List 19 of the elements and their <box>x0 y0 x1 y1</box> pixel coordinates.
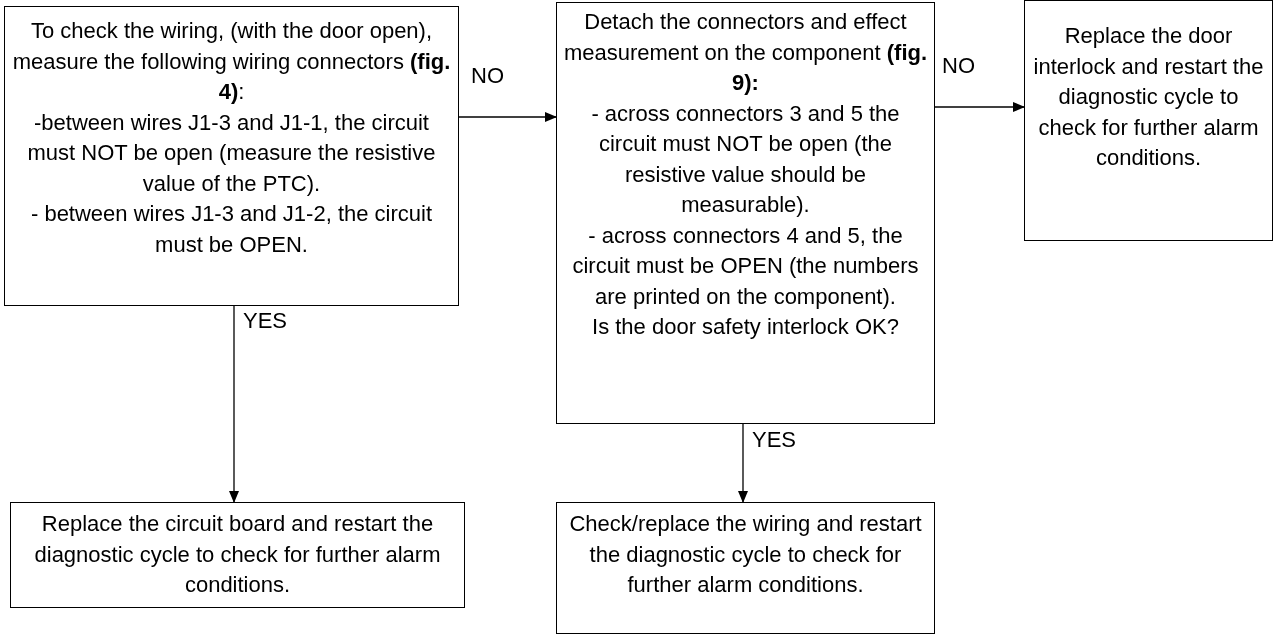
process-box <box>4 6 459 306</box>
box-text: Check/replace the wiring and restart the diagnostic cycle to check for further alarm conditions. <box>568 510 923 599</box>
box-text: To check the wiring, (with the door open), measure the following wiring connectors (fig. 4): <box>11 17 452 106</box>
arrow <box>229 305 239 503</box>
process-box <box>556 2 935 424</box>
box-text: -between wires J1-3 and J1-1, the circuit must NOT be open (measure the resistive value of the PTC). <box>26 108 437 198</box>
box-text: Is the door safety interlock OK? <box>591 313 900 341</box>
box-text: - across connectors 4 and 5, the circuit must be OPEN (the numbers are printed on the component). <box>571 221 920 311</box>
box-text: - between wires J1-3 and J1-2, the circuit must be OPEN. <box>29 200 434 259</box>
box-text: Replace the circuit board and restart the diagnostic cycle to check for further alarm conditions. <box>33 510 442 599</box>
box-text: Detach the connectors and effect measurement on the component (fig. 9): <box>562 8 929 97</box>
process-box <box>1024 0 1273 241</box>
box-text: Replace the door interlock and restart the diagnostic cycle to check for further alarm conditions. <box>1032 22 1265 172</box>
arrow <box>934 102 1025 112</box>
process-box <box>556 502 935 634</box>
arrow <box>458 112 557 122</box>
process-box <box>10 502 465 608</box>
arrow <box>738 423 748 503</box>
box-text: - across connectors 3 and 5 the circuit must NOT be open (the resistive value should be measurable). <box>590 99 901 219</box>
